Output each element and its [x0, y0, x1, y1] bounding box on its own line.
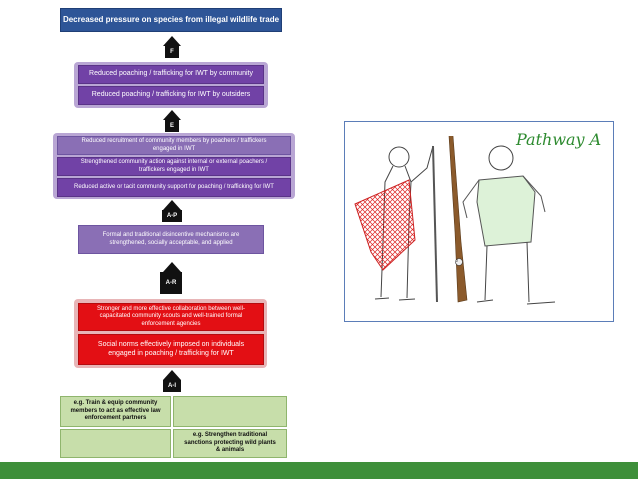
step-ai-badge: A-I: [163, 380, 181, 392]
level-ar-item-social-norms: Social norms effectively imposed on indi…: [78, 334, 264, 365]
arrow-up-icon: [163, 262, 181, 272]
level-ap-box: Formal and traditional disincentive mech…: [78, 225, 264, 254]
arrow-up-icon: [163, 200, 181, 210]
action-empty-bottom: [60, 429, 171, 458]
action-strengthen-sanctions: e.g. Strengthen traditional sanctions pr…: [173, 429, 287, 458]
level-e-item-community-action: Strengthened community action against in…: [57, 157, 291, 176]
step-ai-label: A-I: [168, 383, 176, 389]
step-ap-label: A-P: [166, 213, 178, 219]
level-ar-item-label: Social norms effectively imposed on indi…: [97, 340, 245, 357]
goal-box: Decreased pressure on species from illeg…: [60, 8, 282, 32]
step-f-badge: F: [165, 46, 179, 58]
pathway-title: Pathway A: [516, 130, 602, 149]
footer-bar: [0, 462, 638, 479]
level-e-item-label: Strengthened community action against in…: [80, 159, 268, 173]
action-label: e.g. Train & equip community members to …: [70, 400, 161, 422]
level-e-item-recruitment: Reduced recruitment of community members…: [57, 136, 291, 155]
level-ar-item-collaboration: Stronger and more effective collaboratio…: [78, 303, 264, 331]
action-train-equip: e.g. Train & equip community members to …: [60, 396, 171, 427]
level-ar-item-label: Stronger and more effective collaboratio…: [97, 305, 245, 327]
action-label: e.g. Strengthen traditional sanctions pr…: [184, 432, 276, 454]
step-ap-badge: A-P: [162, 210, 182, 222]
arrow-up-icon: [163, 110, 181, 120]
level-f-item-label: Reduced poaching / trafficking for IWT b…: [91, 91, 251, 99]
sketch-illustration: [354, 135, 556, 305]
step-e-badge: E: [165, 120, 179, 132]
level-f-item-label: Reduced poaching / trafficking for IWT b…: [89, 70, 253, 78]
sketch-badge: 2: [456, 258, 459, 263]
level-ap-label: Formal and traditional disincentive mech…: [102, 232, 240, 246]
goal-label: Decreased pressure on species from illeg…: [62, 15, 280, 24]
step-ar-label: A-R: [165, 280, 177, 286]
arrow-up-icon: [163, 370, 181, 380]
level-e-item-label: Reduced recruitment of community members…: [81, 138, 267, 152]
step-e-label: E: [169, 123, 174, 129]
level-f-item-community: Reduced poaching / trafficking for IWT b…: [78, 65, 264, 84]
level-e-item-label: Reduced active or tacit community suppor…: [74, 183, 274, 190]
action-empty-top: [173, 396, 287, 427]
arrow-up-icon: [163, 36, 181, 46]
step-ar-badge: A-R: [160, 272, 182, 294]
level-e-item-support: Reduced active or tacit community suppor…: [57, 178, 291, 197]
sketch-panel: Pathway A 2: [344, 121, 614, 322]
level-f-item-outsiders: Reduced poaching / trafficking for IWT b…: [78, 86, 264, 105]
step-f-label: F: [170, 49, 174, 55]
